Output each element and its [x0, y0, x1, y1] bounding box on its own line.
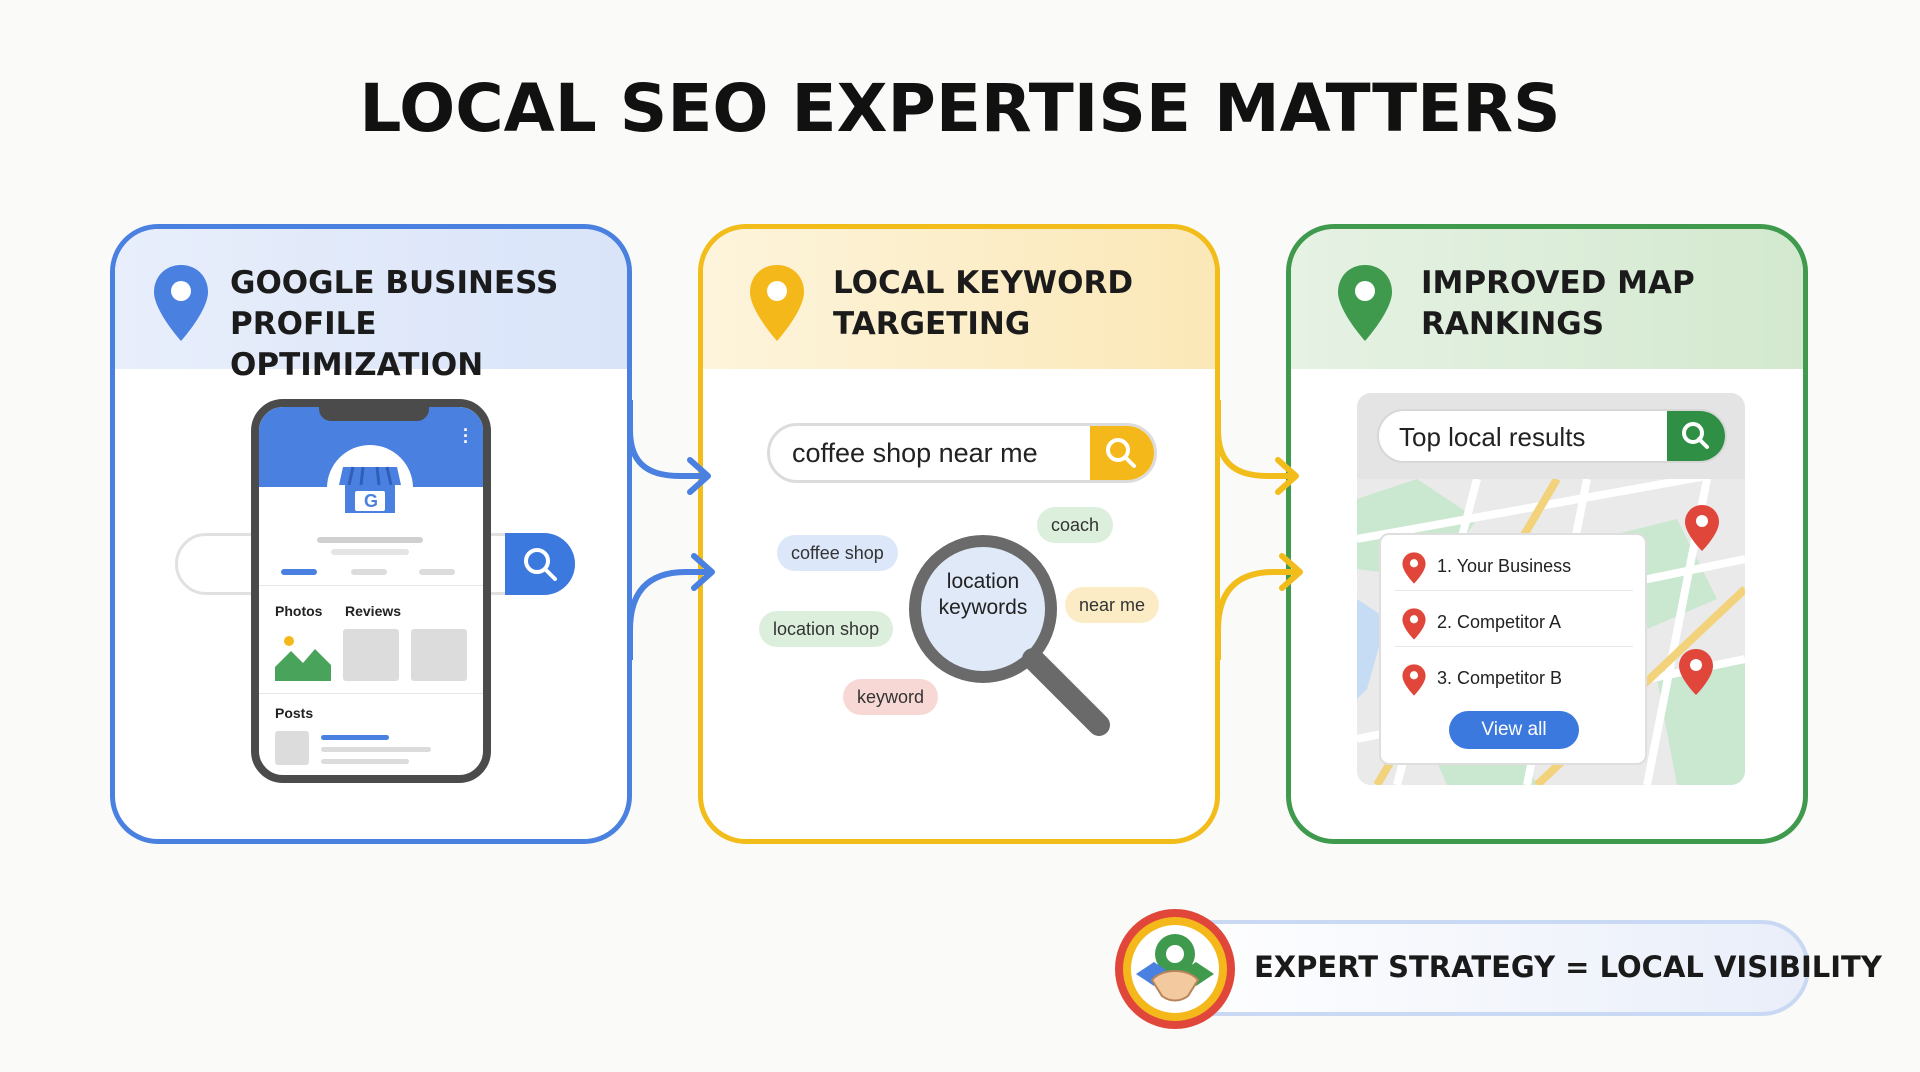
search-button[interactable] — [505, 533, 575, 595]
keyword-chip: near me — [1065, 587, 1160, 623]
map-pin-icon — [1338, 265, 1392, 341]
local-results-list: 1. Your Business 2. Competitor A 3. Comp… — [1379, 533, 1647, 765]
photo-thumbnail[interactable] — [343, 629, 399, 681]
post-text-line — [321, 759, 409, 764]
tab-reviews[interactable]: Reviews — [345, 603, 402, 619]
magnifying-glass-icon — [909, 535, 1110, 736]
panel-title-line: LOCAL KEYWORD — [833, 265, 1134, 301]
connector-arrow — [627, 400, 711, 495]
search-query-text: coffee shop near me — [792, 438, 1038, 468]
result-label: 3. Competitor B — [1437, 668, 1563, 688]
view-all-button[interactable]: View all — [1449, 711, 1579, 749]
map-pin-icon — [750, 265, 804, 341]
magnifier-label-line: location — [946, 570, 1020, 593]
panel-title-line: IMPROVED MAP — [1421, 265, 1695, 301]
map-marker-icon — [1402, 664, 1426, 696]
keyword-chip: keyword — [843, 679, 939, 715]
tab-indicator[interactable] — [419, 569, 455, 575]
google-logo-letter: G — [364, 491, 379, 511]
phone-mockup: ··· G Photos Reviews Posts — [251, 399, 491, 783]
panel-title: LOCAL KEYWORD TARGETING — [833, 263, 1215, 345]
storefront-icon — [339, 466, 401, 513]
search-button[interactable] — [1667, 411, 1725, 461]
tab-photos[interactable]: Photos — [275, 603, 323, 619]
banner-text: EXPERT STRATEGY = LOCAL VISIBILITY — [1254, 950, 1882, 984]
search-icon — [1682, 422, 1709, 449]
divider — [259, 693, 483, 694]
keyword-chip: location shop — [759, 611, 894, 647]
panel-title: IMPROVED MAP RANKINGS — [1421, 263, 1803, 345]
panel-google-business-profile: GOOGLE BUSINESS PROFILE OPTIMIZATION ···… — [110, 224, 632, 844]
tab-indicator[interactable] — [351, 569, 387, 575]
panel-header: GOOGLE BUSINESS PROFILE OPTIMIZATION — [115, 229, 627, 383]
photo-thumbnail[interactable] — [411, 629, 467, 681]
page-title: LOCAL SEO EXPERTISE MATTERS — [359, 70, 1561, 147]
search-icon — [1106, 438, 1136, 468]
post-text-line — [321, 747, 431, 752]
panel-title: GOOGLE BUSINESS PROFILE OPTIMIZATION — [230, 263, 627, 386]
summary-banner — [1160, 920, 1810, 1016]
map-marker-icon — [1402, 552, 1426, 584]
post-thumbnail[interactable] — [275, 731, 309, 765]
panel-title-line: GOOGLE BUSINESS — [230, 265, 559, 301]
phone-notch — [319, 407, 429, 421]
panel-title-line: RANKINGS — [1421, 306, 1605, 342]
keyword-chip: coach — [1037, 507, 1114, 543]
result-item[interactable]: 2. Competitor A — [1395, 597, 1633, 647]
result-item[interactable]: 3. Competitor B — [1395, 653, 1633, 703]
panel-header: LOCAL KEYWORD TARGETING — [703, 229, 1215, 369]
panel-title-line: PROFILE OPTIMIZATION — [230, 306, 484, 383]
result-label: 1. Your Business — [1437, 556, 1572, 576]
map-search-bar[interactable]: Top local results — [1377, 409, 1727, 463]
more-icon[interactable]: ··· — [463, 420, 469, 452]
connector-arrow — [1215, 553, 1303, 660]
map-marker-icon — [1402, 608, 1426, 640]
connector-arrow — [627, 553, 715, 660]
post-title-line — [321, 735, 389, 740]
placeholder-line — [317, 537, 423, 543]
search-button[interactable] — [1090, 426, 1154, 480]
divider — [259, 585, 483, 586]
magnifier-label-line: keywords — [938, 596, 1028, 619]
map-search-text: Top local results — [1399, 422, 1586, 452]
handshake-gear-badge-icon — [1115, 909, 1235, 1029]
result-item[interactable]: 1. Your Business — [1395, 541, 1633, 591]
result-label: 2. Competitor A — [1437, 612, 1562, 632]
panel-header: IMPROVED MAP RANKINGS — [1291, 229, 1803, 369]
landscape-image-icon — [275, 636, 331, 681]
section-posts: Posts — [275, 705, 314, 721]
tab-indicator-active[interactable] — [281, 569, 317, 575]
business-avatar: G — [327, 445, 413, 531]
search-icon — [524, 548, 557, 581]
placeholder-line — [331, 549, 409, 555]
keyword-search-bar[interactable]: coffee shop near me — [767, 423, 1157, 483]
panel-improved-map-rankings: IMPROVED MAP RANKINGS Top local results — [1286, 224, 1808, 844]
magnifier-label: location keywords — [917, 569, 1049, 621]
map-marker-icon[interactable] — [1683, 503, 1721, 553]
map-pin-icon — [154, 265, 208, 341]
keyword-chip: coffee shop — [777, 535, 898, 571]
panel-title-line: TARGETING — [833, 306, 1031, 342]
panel-local-keyword-targeting: LOCAL KEYWORD TARGETING coffee shop near… — [698, 224, 1220, 844]
photo-thumbnail[interactable] — [275, 629, 331, 681]
map-marker-icon[interactable] — [1677, 647, 1715, 697]
connector-arrow — [1215, 400, 1299, 495]
